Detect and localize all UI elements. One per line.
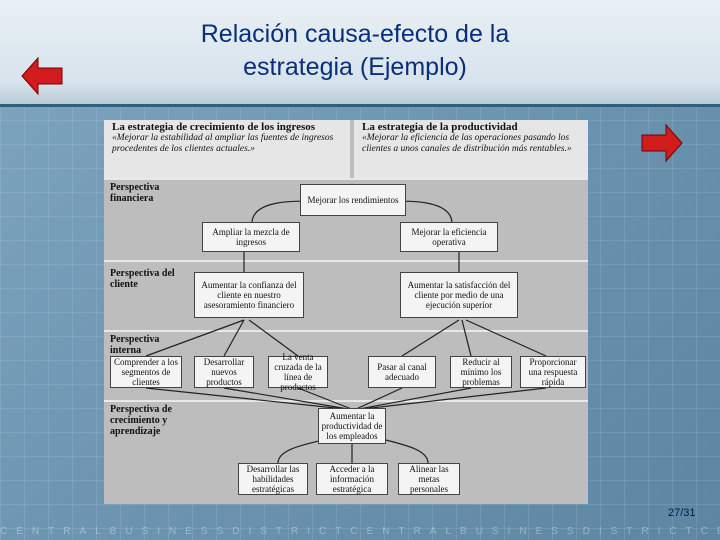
right-strategy-header: La estrategia de la productividad «Mejor…	[354, 120, 588, 178]
right-strategy-title: La estrategia de la productividad	[362, 121, 518, 133]
node-aumentar-productividad: Aumentar la productividad de los emplead…	[318, 408, 386, 444]
node-reducir-problemas: Reducir al mínimo los problemas	[450, 356, 512, 388]
strategy-map-diagram: La estrategia de crecimiento de los ingr…	[104, 120, 588, 504]
title-band	[0, 0, 720, 107]
page-number: 27/31	[668, 507, 696, 519]
right-strategy-desc: «Mejorar la eficiencia de las operacione…	[362, 133, 572, 154]
slide-title-line2: estrategia (Ejemplo)	[243, 53, 467, 81]
financial-perspective-label: Perspectiva financiera	[110, 182, 160, 204]
node-aumentar-satisfaccion: Aumentar la satisfacción del cliente por…	[400, 272, 518, 318]
node-mejorar-eficiencia: Mejorar la eficiencia operativa	[400, 222, 498, 252]
arrow-right-icon[interactable]	[640, 123, 684, 163]
node-desarrollar-habilidades: Desarrollar las habilidades estratégicas	[238, 463, 308, 495]
node-desarrollar-productos: Desarrollar nuevos productos	[194, 356, 254, 388]
left-strategy-header: La estrategia de crecimiento de los ingr…	[104, 120, 350, 178]
learning-perspective-label: Perspectiva de crecimiento y aprendizaje	[110, 404, 172, 437]
footer-watermark: CENTRALBUSINESSDISTRICTCENTRALBUSINESSDI…	[0, 526, 720, 537]
node-acceder-informacion: Acceder a la información estratégica	[316, 463, 388, 495]
connector-lines	[145, 200, 547, 464]
node-ampliar-mezcla: Ampliar la mezcla de ingresos	[202, 222, 300, 252]
node-aumentar-confianza: Aumentar la confianza del cliente en nue…	[194, 272, 304, 318]
node-comprender-segmentos: Comprender a los segmentos de clientes	[110, 356, 182, 388]
internal-perspective-label: Perspectiva interna	[110, 334, 160, 356]
node-mejorar-rendimientos: Mejorar los rendimientos	[300, 184, 406, 216]
slide-title: Relación causa-efecto de la estrategia (…	[120, 18, 590, 84]
customer-perspective-label: Perspectiva del cliente	[110, 268, 175, 290]
left-strategy-title: La estrategia de crecimiento de los ingr…	[112, 121, 316, 133]
customer-band: Perspectiva del cliente	[104, 260, 588, 332]
internal-band: Perspectiva interna	[104, 330, 588, 402]
node-venta-cruzada: La venta cruzada de la línea de producto…	[268, 352, 328, 392]
financial-band: Perspectiva financiera	[104, 178, 588, 262]
left-strategy-desc: «Mejorar la estabilidad al ampliar las f…	[112, 133, 334, 154]
slide-title-line1: Relación causa-efecto de la	[200, 20, 510, 48]
node-alinear-metas: Alinear las metas personales	[398, 463, 460, 495]
node-pasar-canal: Pasar al canal adecuado	[368, 356, 436, 388]
arrow-left-icon[interactable]	[20, 56, 64, 96]
learning-band: Perspectiva de crecimiento y aprendizaje	[104, 400, 588, 504]
node-respuesta-rapida: Proporcionar una respuesta rápida	[520, 356, 586, 388]
